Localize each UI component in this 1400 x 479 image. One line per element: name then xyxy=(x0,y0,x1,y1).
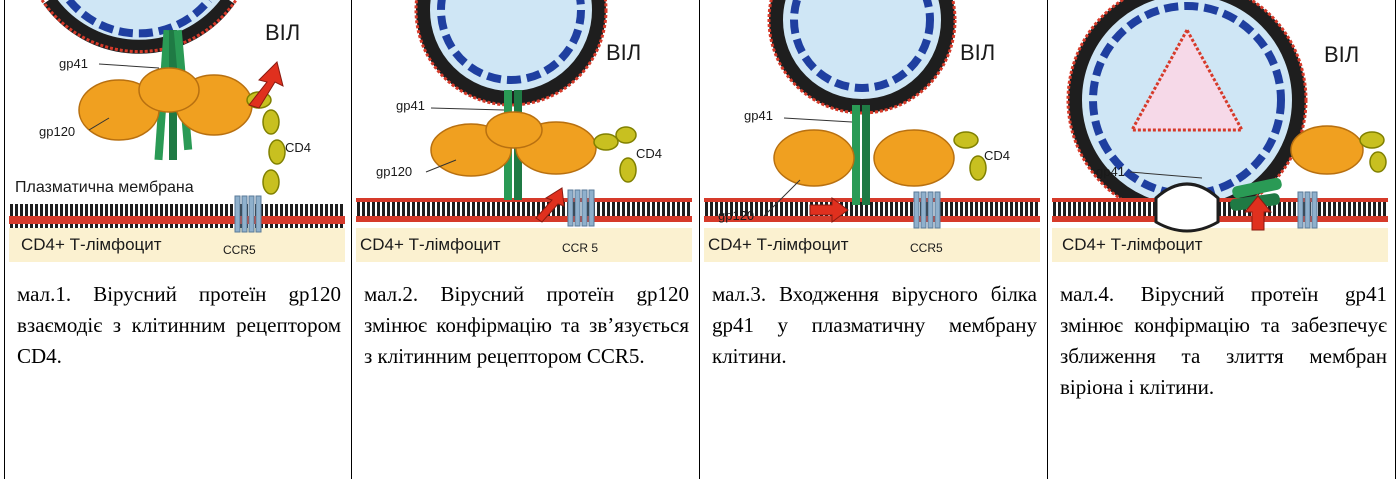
caption-2: мал.2. Вірусний протеїн gp120 змінює кон… xyxy=(364,279,689,372)
gp120-label: gp120 xyxy=(39,124,75,139)
virus-label: ВІЛ xyxy=(1324,42,1359,67)
cd4-label: CD4 xyxy=(636,146,662,161)
cd4-receptor xyxy=(954,132,986,180)
panel-3: ВІЛ gp41 gp120 CD4 CD4+ Т-лімфоцит CCR5 … xyxy=(700,0,1048,479)
virus-label: ВІЛ xyxy=(606,40,641,65)
gp41-label: gp41 xyxy=(1096,164,1125,179)
cell-label: CD4+ Т-лімфоцит xyxy=(360,235,501,254)
cell-label: CD4+ Т-лімфоцит xyxy=(21,235,162,254)
plasma-membrane xyxy=(9,204,345,228)
gp120-label: gp120 xyxy=(718,208,754,223)
cd4-receptor xyxy=(1360,132,1386,172)
panel-1-illustration: ВІЛ gp41 gp120 CD4 Плазматична мембрана … xyxy=(9,0,345,262)
panel-3-illustration: ВІЛ gp41 gp120 CD4 CD4+ Т-лімфоцит CCR5 xyxy=(704,0,1040,262)
ccr5-label: CCR 5 xyxy=(562,241,598,255)
virus-label: ВІЛ xyxy=(265,20,300,45)
panel-1: ВІЛ gp41 gp120 CD4 Плазматична мембрана … xyxy=(5,0,352,479)
cd4-label: CD4 xyxy=(285,140,311,155)
virus-label: ВІЛ xyxy=(960,40,995,65)
cd4-receptor xyxy=(247,92,285,194)
figure-grid: ВІЛ gp41 gp120 CD4 Плазматична мембрана … xyxy=(4,0,1396,479)
ccr5-label: CCR5 xyxy=(910,241,943,255)
gp41-label: gp41 xyxy=(59,56,88,71)
gp120-label: gp120 xyxy=(376,164,412,179)
caption-3: мал.3. Входження вірусного білка gp41 у … xyxy=(712,279,1037,372)
gp120-protein xyxy=(79,68,252,140)
gp41-label: gp41 xyxy=(396,98,425,113)
gp120-protein xyxy=(1291,126,1363,174)
plasma-membrane xyxy=(356,198,692,222)
plasma-membrane xyxy=(704,198,1040,222)
panel-4-illustration: ВІЛ gp41 CD4+ Т-лімфоцит xyxy=(1052,0,1388,262)
cd4-receptor xyxy=(594,127,636,182)
gp120-protein xyxy=(431,112,596,176)
caption-4: мал.4. Вірусний протеїн gp41 змінює конф… xyxy=(1060,279,1387,403)
caption-1: мал.1. Вірусний протеїн gp120 взаємодіє … xyxy=(17,279,341,372)
cell-label: CD4+ Т-лімфоцит xyxy=(1062,235,1203,254)
ccr5-label: CCR5 xyxy=(223,243,256,257)
panel-2: ВІЛ gp41 gp120 CD4 CD4+ Т-лімфоцит CCR 5… xyxy=(352,0,700,479)
gp41-label: gp41 xyxy=(744,108,773,123)
membrane-label: Плазматична мембрана xyxy=(15,179,194,196)
ccr5-receptor xyxy=(1298,192,1317,228)
cd4-label: CD4 xyxy=(984,148,1010,163)
plasma-membrane-left xyxy=(1052,198,1156,222)
panel-2-illustration: ВІЛ gp41 gp120 CD4 CD4+ Т-лімфоцит CCR 5 xyxy=(356,0,692,262)
gp41-protein xyxy=(852,105,870,205)
panel-4: ВІЛ gp41 CD4+ Т-лімфоцит мал.4. Вірусний… xyxy=(1048,0,1397,479)
cell-label: CD4+ Т-лімфоцит xyxy=(708,235,849,254)
